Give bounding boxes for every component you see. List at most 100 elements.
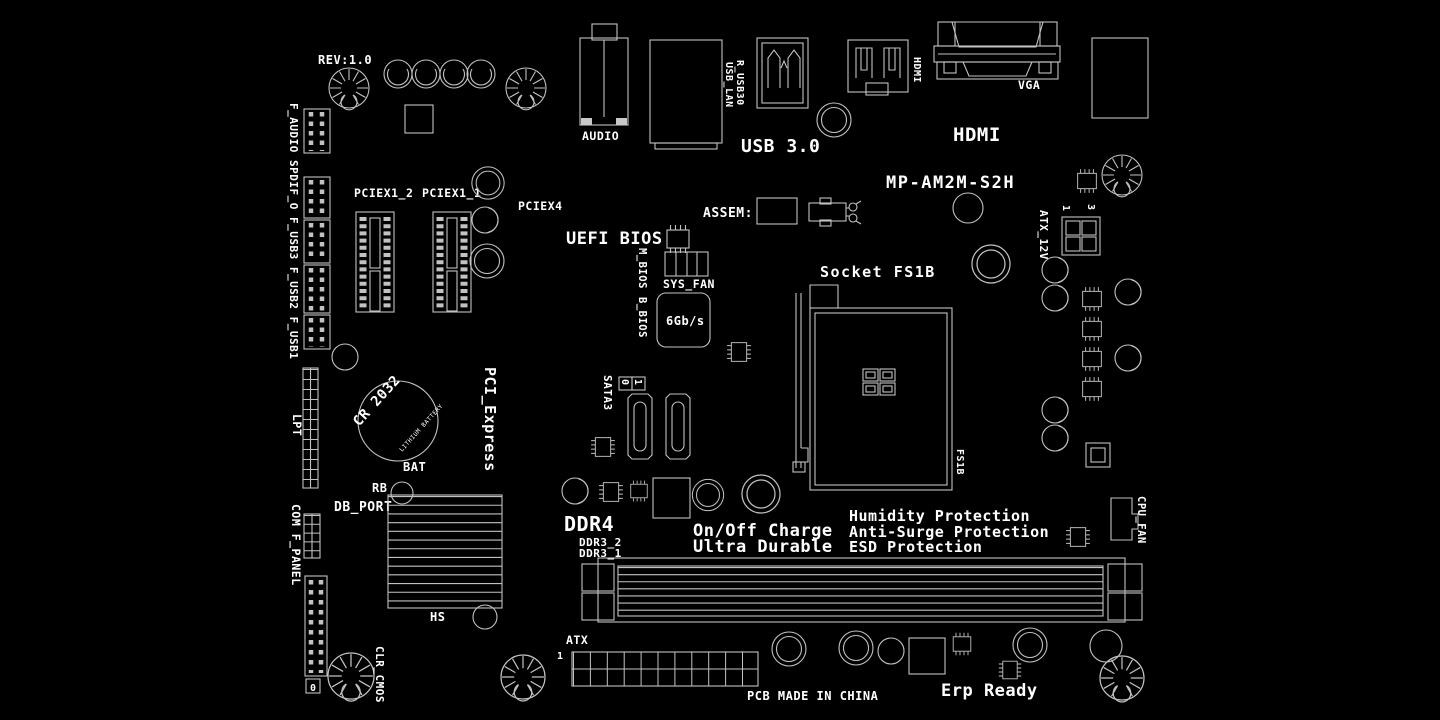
chip-outline — [404, 104, 434, 134]
capacitor-icon — [691, 478, 725, 512]
pin-header-f-usb1 — [303, 314, 331, 350]
atx12v-area: ATX_12V 1 3 — [1037, 154, 1143, 468]
usb3-label: USB 3.0 — [741, 136, 820, 157]
pciex4-label: PCIEX4 — [518, 199, 563, 213]
capacitor-icon — [1101, 154, 1143, 198]
pcie-slot — [356, 212, 394, 312]
humidity-label: Humidity Protection — [849, 507, 1030, 525]
board-model-label: MP-AM2M-S2H — [886, 173, 1015, 193]
sata-jumper-box1 — [631, 376, 646, 391]
heatsink — [387, 494, 503, 609]
revision-label: REV:1.0 — [318, 53, 372, 67]
cpu-socket — [792, 284, 953, 491]
chip-icon — [591, 438, 615, 457]
sata-port — [665, 393, 691, 460]
atx12v-pin1-label: 1 — [1060, 205, 1071, 212]
capacitor-icon — [1114, 344, 1142, 372]
sys-fan-label: SYS_FAN — [663, 277, 715, 292]
capacitor-icon — [505, 67, 547, 111]
capacitor-icon — [1041, 256, 1069, 284]
cpu-fan-label: CPU_FAN — [1135, 496, 1147, 544]
pin-header-f-usb2 — [303, 264, 331, 314]
capacitor-icon — [331, 343, 359, 371]
r-usb30-label: R_USB30 — [734, 60, 745, 106]
mosfet-icon — [1082, 286, 1102, 312]
capacitor-icon — [1114, 278, 1142, 306]
hdmi-label: HDMI — [953, 124, 1001, 146]
b-bios-label: B_BIOS — [636, 297, 648, 338]
pin-header-f-audio — [303, 108, 331, 154]
assem-box — [756, 197, 798, 225]
pin-header-spdif — [303, 176, 331, 219]
mosfet-icon — [1082, 346, 1102, 372]
sata-area: SATA3 0 1 — [591, 375, 691, 460]
chip-icon — [727, 343, 751, 362]
sata-speed-label: 6Gb/s — [666, 314, 705, 328]
ultra-durable-label: Ultra Durable — [693, 537, 833, 557]
battery-model-label: CR 2032 — [350, 373, 404, 430]
cpu-fan-connector — [1110, 497, 1139, 541]
capacitor-icon — [471, 166, 505, 200]
atx-label: ATX — [566, 633, 588, 647]
capacitor-icon — [741, 474, 781, 514]
jumper-connector — [808, 197, 862, 227]
vga-port — [933, 21, 1061, 80]
sata-jumper0-label: 0 — [619, 379, 630, 386]
bios-area: UEFI BIOS M_BIOS SYS_FAN B_BIOS 6Gb/s — [566, 224, 751, 362]
capacitor-icon — [838, 630, 874, 666]
lpt-label: LPT — [290, 414, 304, 436]
uefi-bios-label: UEFI BIOS — [566, 229, 663, 249]
usb-lan-label: USB_LAN — [723, 62, 734, 108]
dimm-slots — [581, 557, 1143, 623]
capacitor-icon — [971, 244, 1011, 284]
ddr4-label: DDR4 — [564, 512, 614, 536]
rb-pad — [390, 481, 414, 505]
capacitor-icon — [328, 67, 370, 111]
capacitor-icon — [439, 59, 469, 89]
bios-chip-icon — [666, 224, 690, 254]
front-panel-headers: COM F_PANEL 0 CLR_CMOS — [288, 504, 546, 703]
onoff-charge-label: On/Off Charge — [693, 521, 833, 541]
fpanel-header — [304, 575, 328, 677]
capacitor-icon — [1041, 396, 1069, 424]
left-headers-label: F_AUDIO SPDIF_O F_USB3 F_USB2 F_USB1 — [287, 103, 300, 359]
capacitor-icon — [877, 637, 905, 665]
bottom-area: ATX 1 PCB MADE IN CHINA Erp Ready — [557, 627, 1145, 703]
sata-jumper1-label: 1 — [632, 379, 643, 386]
pciex1-1-label: PCIEX1_1 — [422, 186, 481, 201]
fs1b-label: FS1B — [954, 449, 965, 475]
capacitor-icon — [952, 192, 984, 224]
sata-port — [627, 393, 653, 460]
rb-label: RB — [372, 481, 387, 495]
com-fpanel-label: COM F_PANEL — [288, 504, 303, 586]
db-port-label: DB_PORT — [334, 500, 392, 515]
vga-label: VGA — [1018, 78, 1040, 92]
memory-area: DDR4 DDR3_2 DDR3_1 On/Off Charge Ultra D… — [561, 474, 1143, 623]
anti-surge-label: Anti-Surge Protection — [849, 523, 1049, 541]
cpu-fan-area: CPU_FAN — [1066, 496, 1147, 546]
chip-icon — [1077, 168, 1097, 194]
capacitor-icon — [771, 631, 807, 667]
capacitor-icon — [383, 59, 413, 89]
chip-icon — [1066, 528, 1090, 547]
fpanel-pin0-label: 0 — [310, 683, 317, 694]
pin-header-f-usb3 — [303, 219, 331, 264]
audio-jack — [579, 23, 629, 126]
capacitor-icon — [471, 206, 499, 234]
heatsink-area: HS — [387, 494, 503, 630]
cmos-battery — [357, 380, 439, 462]
heatsink-label: HS — [430, 610, 445, 624]
battery-area: LPT CR 2032 LITHIUM BATTERY BAT RB DB_PO… — [290, 367, 445, 515]
esd-label: ESD Protection — [849, 538, 982, 556]
chip-icon — [599, 483, 623, 502]
lan-usb-block — [649, 39, 723, 150]
cpu-socket-area: Socket FS1B FS1B — [792, 192, 1011, 491]
pcb-note-label: PCB MADE IN CHINA — [747, 689, 879, 703]
socket-label: Socket FS1B — [820, 263, 936, 281]
io-shield-block — [1091, 37, 1149, 119]
atx-pin1-label: 1 — [557, 651, 564, 662]
capacitor-icon — [1012, 627, 1048, 663]
atx12v-connector — [1061, 216, 1101, 256]
chip-icon — [999, 661, 1021, 679]
